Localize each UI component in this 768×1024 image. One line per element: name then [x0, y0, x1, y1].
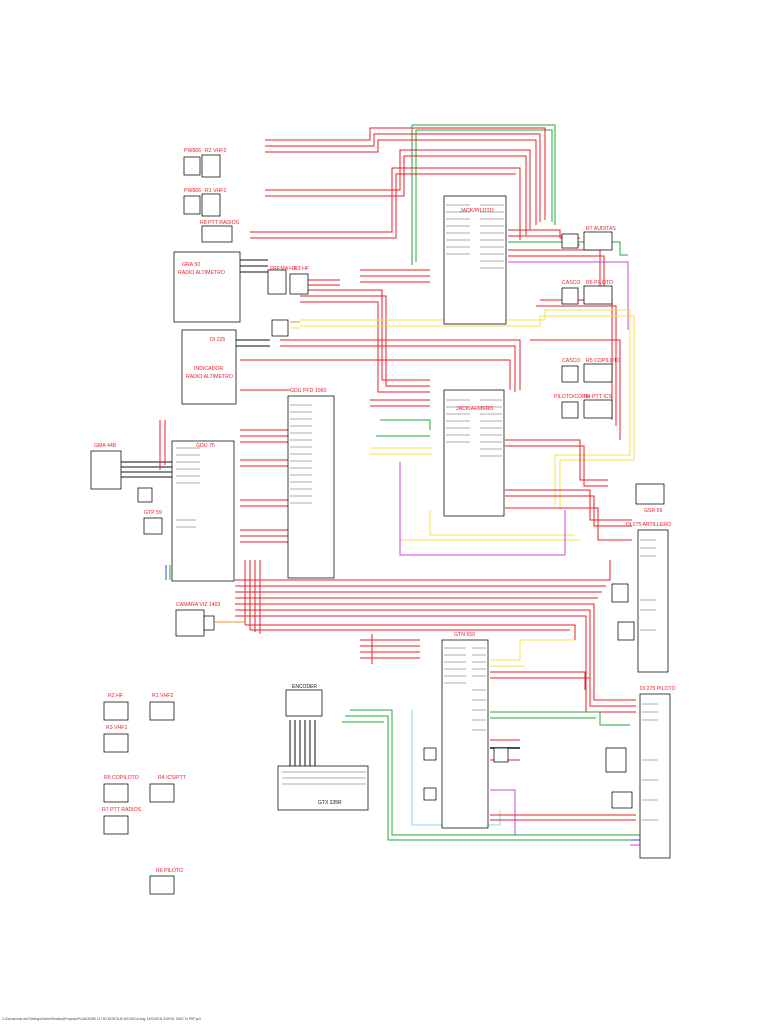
piloto-copil-block — [561, 401, 579, 419]
label-di-225-top: DI 225 — [210, 337, 225, 343]
label-indicador: INDICADOR — [194, 366, 223, 372]
gtn-650-block — [441, 639, 489, 829]
jack-armero-block — [443, 389, 505, 517]
label-pw866-mid: PW866 — [184, 188, 201, 194]
label-r2-hf-bl: R2 HF — [108, 693, 123, 699]
gtp-59-block — [143, 517, 163, 535]
r1-vhf1-relay — [201, 193, 221, 217]
r2-hf-relay-bl — [103, 701, 129, 721]
r5-copiloto-relay-bl — [103, 783, 129, 803]
label-r5-copiloto-bl: R5 COPILOTO — [104, 775, 139, 781]
label-r5-copiloto: R5 COPILOTO — [586, 358, 621, 364]
gma-44b-block — [90, 450, 122, 490]
label-r3-vhf1-bl: R3 VHF1 — [106, 725, 127, 731]
label-gsr-56: GSR 56 — [644, 508, 663, 514]
gdu-pfd-1060-block — [287, 395, 335, 579]
r6-piloto-relay — [583, 285, 613, 305]
label-r1-vhf2-bl: R1 VHF2 — [152, 693, 173, 699]
pin-label-fillers — [176, 204, 658, 821]
label-jack-piloto: JACK/PILOTO — [460, 208, 494, 214]
di-275-artillero-sub-b — [617, 621, 635, 641]
label-gra-sub: RADIO ALTIMETRO — [178, 270, 225, 276]
label-r4-ics-ptt-bl: R4 ICS/PTT — [158, 775, 187, 781]
gtn-650-sub-a — [423, 747, 437, 761]
camara-lens — [203, 615, 215, 631]
file-path-footer: C:\Documents and Settings\Owner\Desktop\… — [2, 1017, 201, 1021]
gtn-650-sub-c — [493, 747, 509, 763]
label-gma-44b: GMA 44B — [94, 443, 117, 449]
di-275-artillero-block — [637, 529, 669, 673]
r2-vhf2-relay — [201, 154, 221, 178]
label-radio-altimetro: RADIO ALTIMETRO — [186, 374, 233, 380]
r4-ics-ptt-relay-bl — [149, 783, 175, 803]
label-gdu-pfd-1060: GDU PFD 1060 — [290, 388, 326, 394]
di-225-indicador-block — [181, 329, 237, 405]
label-r3-hf: R3 HF — [294, 266, 309, 272]
camara-block — [175, 609, 205, 637]
label-r7-auditas: R7 AUDITAS — [586, 226, 616, 232]
r8-ptt-radios-relay — [201, 225, 233, 243]
component-blocks — [90, 154, 671, 895]
label-encoder: ENCODER — [292, 684, 317, 690]
label-gtp-59: GTP 59 — [144, 510, 162, 516]
gsr-56-block — [635, 483, 665, 505]
label-gdu-75: GDU 75 — [196, 443, 215, 449]
label-jack-armero: JACK/ARMERO — [456, 406, 493, 412]
label-r4-ptt-ics: R4 PTT ICS — [584, 394, 612, 400]
gra-50-block — [173, 251, 241, 323]
gdu-75-block — [171, 440, 235, 582]
di-275-artillero-sub-a — [611, 583, 629, 603]
label-piloto-copil: PILOTO/COPIL — [554, 394, 590, 400]
label-pw866-top: PW866 — [184, 148, 201, 154]
label-di-275-artillero: DI 275 ARTILLERO — [626, 522, 671, 528]
pw866-top-block — [183, 156, 201, 176]
casco-2-block — [561, 365, 579, 383]
gtx-335r-block — [277, 765, 369, 811]
r7-ptt-radios-relay-bl — [103, 815, 129, 835]
casco-1-block — [561, 287, 579, 305]
label-r6-piloto-bl: R6 PILOTO — [156, 868, 183, 874]
label-casco-1: CASCO — [562, 280, 580, 286]
r6-piloto-relay-bl — [149, 875, 175, 895]
label-r8-ptt-radios: R8 PTT RADIOS — [200, 220, 240, 226]
frema-hx-block — [267, 269, 287, 295]
r3-hf-relay — [289, 273, 309, 295]
label-r6-piloto: R6 PILOTO — [586, 280, 613, 286]
r7-auditas-relay — [561, 233, 579, 249]
gdu-75-sub-block — [137, 487, 153, 503]
di-275-piloto-sub-b — [611, 791, 633, 809]
label-frema-hx: FREMA HX — [270, 266, 297, 272]
component-labels: PW866 R2 VHF2 PW866 R1 VHF1 R8 PTT RADIO… — [94, 148, 676, 874]
r3-vhf1-relay-bl — [103, 733, 129, 753]
r7-auditas-relay-b — [583, 231, 613, 251]
label-r7-ptt-radios-bl: R7 PTT RADIOS — [102, 807, 142, 813]
gtn-650-sub-b — [423, 787, 437, 801]
label-r1-vhf1: R1 VHF1 — [205, 188, 226, 194]
label-r2-vhf2: R2 VHF2 — [205, 148, 226, 154]
jack-piloto-block — [443, 195, 507, 325]
pw866-mid-block — [183, 195, 201, 215]
di-225-small-block — [271, 319, 289, 337]
label-gtx-335r: GTX 335R — [318, 800, 342, 806]
di-275-piloto-sub-a — [605, 747, 627, 773]
r4-ptt-ics-relay — [583, 399, 613, 419]
label-gtn-650: GTN 650 — [454, 632, 475, 638]
label-casco-2: CASCO — [562, 358, 580, 364]
label-di-275-piloto: DI 275 PILOTO — [640, 686, 676, 692]
r1-vhf2-relay-bl — [149, 701, 175, 721]
encoder-block — [285, 689, 323, 717]
di-275-piloto-block — [639, 693, 671, 859]
r5-copiloto-relay — [583, 363, 613, 383]
label-camara: CAMARA VIZ 1403 — [176, 602, 221, 608]
label-gra-title: GRA 50 — [182, 262, 200, 268]
